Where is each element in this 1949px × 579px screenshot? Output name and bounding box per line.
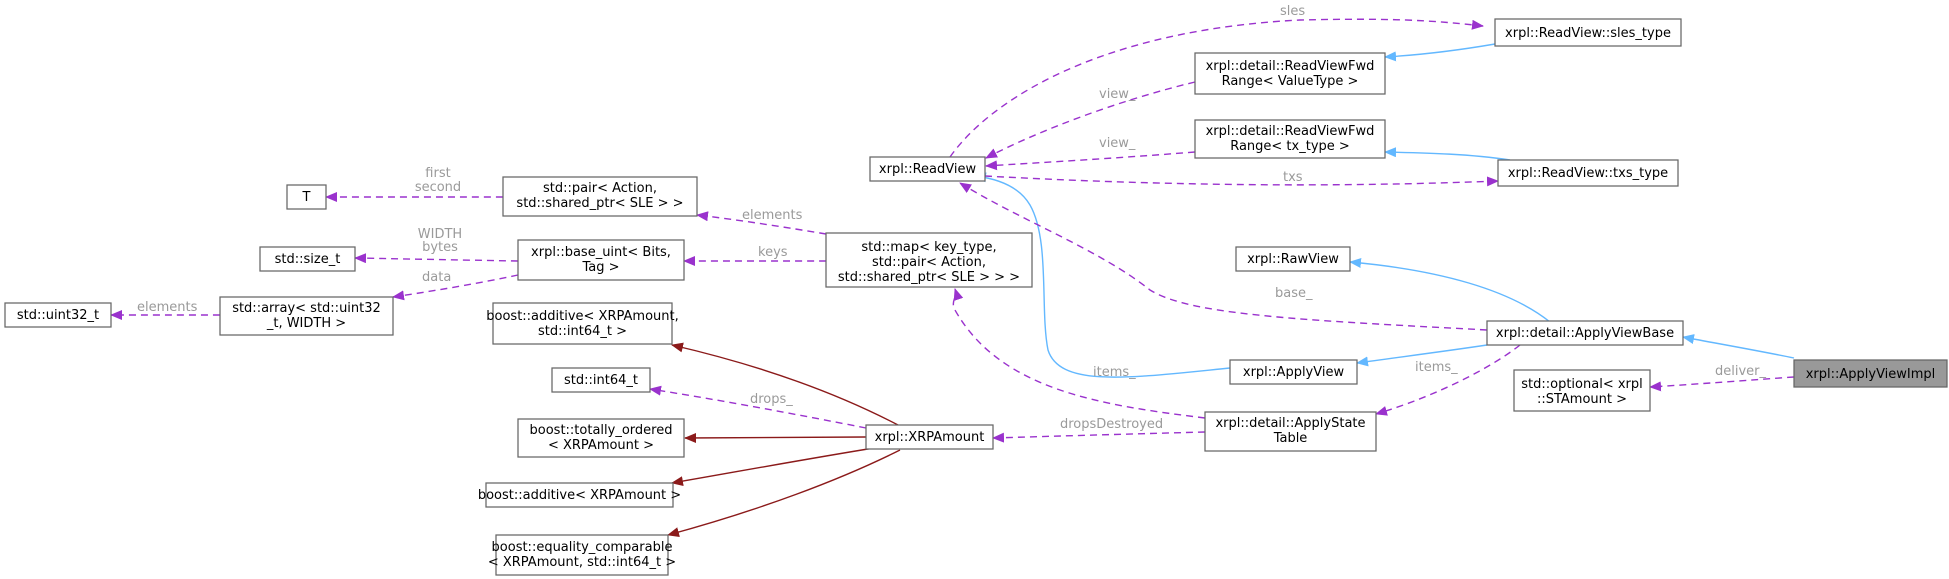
node-base-uint[interactable]: xrpl::base_uint< Bits,Tag > — [517, 239, 685, 281]
svg-text:std::array< std::uint32_t, WID: std::array< std::uint32_t, WIDTH > — [232, 301, 381, 331]
edge-drops — [649, 385, 867, 429]
node-readview[interactable]: xrpl::ReadView — [869, 156, 986, 182]
edge-items-map — [952, 288, 1206, 419]
node-boost-additive-xrpamount[interactable]: boost::additive< XRPAmount > — [478, 482, 681, 508]
edge-label-deliver: deliver_ — [1715, 364, 1767, 379]
edge-xrpamount-add-xrp — [671, 446, 881, 487]
edge-label-items-map: items_ — [1093, 365, 1136, 380]
svg-text:std::map< key_type,std::pair<: std::map< key_type,std::pair< Action,std… — [838, 240, 1020, 285]
edge-label-txs: txs — [1283, 170, 1303, 185]
edge-elements-pair — [696, 211, 827, 235]
edge-xrpamount-add-int64 — [671, 342, 899, 426]
node-xrpamount[interactable]: xrpl::XRPAmount — [865, 424, 994, 450]
node-txs-type[interactable]: xrpl::ReadView::txs_type — [1497, 159, 1679, 187]
edge-txs — [984, 175, 1499, 187]
node-std-pair[interactable]: std::pair< Action,std::shared_ptr< SLE >… — [502, 176, 698, 217]
edge-applyview-inherits-readview — [974, 172, 1231, 378]
node-applyviewimpl[interactable]: xrpl::ApplyViewImpl — [1793, 359, 1948, 388]
edge-xrpamount-tot-ordered — [684, 432, 867, 443]
node-applyviewbase[interactable]: xrpl::detail::ApplyViewBase — [1486, 320, 1684, 346]
svg-text:xrpl::ReadView::txs_type: xrpl::ReadView::txs_type — [1508, 166, 1668, 181]
node-std-map[interactable]: std::map< key_type,std::pair< Action,std… — [825, 232, 1033, 288]
edge-base — [959, 182, 1488, 331]
edge-sles-type-inherits-fwd-value — [1384, 43, 1496, 62]
svg-text:T: T — [302, 190, 311, 205]
edge-width-bytes — [354, 253, 519, 264]
edge-label-sles: sles — [1280, 4, 1305, 19]
edge-label-view-value: view_ — [1099, 87, 1136, 102]
node-rawview[interactable]: xrpl::RawView — [1235, 246, 1351, 272]
edge-label-elements-pair: elements — [742, 208, 803, 223]
edge-txs-type-inherits-fwd-tx — [1384, 147, 1511, 161]
edge-label-base: base_ — [1275, 286, 1313, 301]
edge-label-keys: keys — [758, 245, 788, 260]
svg-text:xrpl::base_uint< Bits,Tag >: xrpl::base_uint< Bits,Tag > — [531, 245, 671, 275]
svg-text:xrpl::ReadView: xrpl::ReadView — [879, 162, 977, 177]
svg-text:boost::additive< XRPAmount,std: boost::additive< XRPAmount,std::int64_t … — [486, 309, 678, 339]
svg-text:std::uint32_t: std::uint32_t — [17, 308, 99, 323]
svg-text:std::int64_t: std::int64_t — [564, 373, 638, 388]
edge-deliver — [1649, 376, 1795, 392]
svg-text:xrpl::ReadView::sles_type: xrpl::ReadView::sles_type — [1505, 26, 1671, 41]
node-boost-equality-comparable[interactable]: boost::equality_comparable< XRPAmount, s… — [488, 534, 676, 576]
svg-text:xrpl::XRPAmount: xrpl::XRPAmount — [875, 430, 985, 445]
edge-label-data: data — [422, 270, 451, 285]
node-sles-type[interactable]: xrpl::ReadView::sles_type — [1494, 18, 1682, 47]
edge-drops-destroyed — [992, 431, 1206, 443]
edge-label-drops: drops_ — [750, 392, 793, 407]
edge-applyviewbase-inherits-applyview — [1356, 344, 1488, 367]
edge-applyviewimpl-inherits-applyviewbase — [1682, 334, 1795, 359]
svg-text:xrpl::RawView: xrpl::RawView — [1247, 252, 1339, 267]
node-std-array[interactable]: std::array< std::uint32_t, WIDTH > — [219, 296, 394, 336]
node-applyview[interactable]: xrpl::ApplyView — [1229, 359, 1358, 385]
edge-label-elements-uint32: elements — [137, 300, 198, 315]
node-std-optional-stamount[interactable]: std::optional< xrpl::STAmount > — [1513, 369, 1651, 412]
svg-text:boost::additive< XRPAmount >: boost::additive< XRPAmount > — [478, 488, 681, 503]
edge-label-drops-destroyed: dropsDestroyed — [1060, 417, 1163, 432]
node-boost-additive-int64[interactable]: boost::additive< XRPAmount,std::int64_t … — [486, 302, 679, 345]
edge-label-view-tx: view_ — [1099, 136, 1136, 151]
edge-xrpamount-eq-comp — [667, 449, 901, 537]
node-std-uint32-t[interactable]: std::uint32_t — [4, 302, 112, 328]
edge-label-items: items_ — [1415, 360, 1458, 375]
svg-text:boost::equality_comparable< XR: boost::equality_comparable< XRPAmount, s… — [488, 540, 676, 570]
node-T[interactable]: T — [286, 184, 327, 210]
svg-text:xrpl::ApplyViewImpl: xrpl::ApplyViewImpl — [1806, 367, 1936, 382]
edge-data — [392, 274, 519, 301]
node-boost-totally-ordered[interactable]: boost::totally_ordered< XRPAmount > — [517, 418, 685, 458]
svg-text:boost::totally_ordered< XRPAmo: boost::totally_ordered< XRPAmount > — [530, 423, 673, 453]
svg-text:std::optional< xrpl::STAmount: std::optional< xrpl::STAmount > — [1521, 377, 1643, 407]
edge-view-value — [985, 81, 1196, 159]
edge-items — [1375, 344, 1521, 416]
svg-text:std::pair< Action,std::shared_: std::pair< Action,std::shared_ptr< SLE >… — [516, 181, 683, 211]
node-std-size-t[interactable]: std::size_t — [259, 246, 356, 272]
edge-sles — [949, 18, 1484, 158]
svg-text:xrpl::detail::ApplyViewBase: xrpl::detail::ApplyViewBase — [1496, 326, 1674, 341]
svg-text:xrpl::ApplyView: xrpl::ApplyView — [1243, 365, 1345, 380]
edge-applyviewbase-inherits-rawview — [1349, 257, 1551, 323]
svg-text:std::size_t: std::size_t — [275, 252, 341, 267]
node-std-int64-t[interactable]: std::int64_t — [551, 367, 651, 393]
edge-view-tx — [985, 151, 1196, 171]
